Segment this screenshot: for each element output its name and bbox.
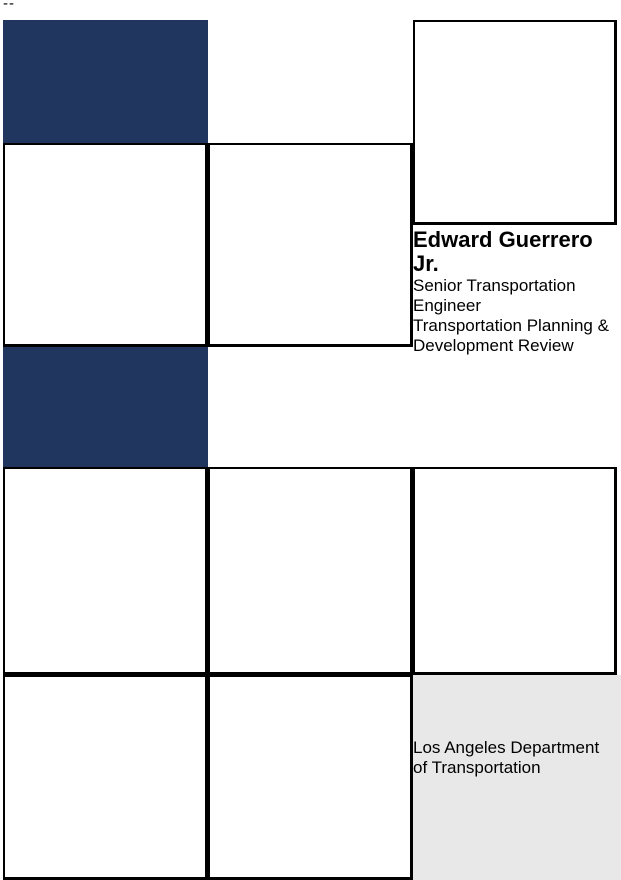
frame-row2-col2 <box>208 143 413 347</box>
divider-line <box>410 467 412 675</box>
navy-block-top <box>3 20 208 143</box>
organization-panel <box>413 675 621 880</box>
frame-row4-col3 <box>413 467 617 675</box>
contact-title: Senior Transportation Engineer <box>413 276 576 315</box>
frame-row5-col2 <box>208 675 413 880</box>
contact-block: Edward Guerrero Jr. Senior Transportatio… <box>413 228 613 356</box>
frame-row5-col1 <box>3 675 208 880</box>
frame-row4-col1 <box>3 467 208 675</box>
contact-unit: Transportation Planning & Development Re… <box>413 316 609 355</box>
organization-name: Los Angeles Department of Transportation <box>413 738 600 777</box>
top-dash-mark: -- <box>3 0 15 12</box>
contact-name: Edward Guerrero Jr. <box>413 227 593 276</box>
frame-row4-col2 <box>208 467 413 675</box>
frame-row2-col1 <box>3 143 208 347</box>
photo-frame <box>413 20 617 225</box>
navy-block-middle <box>3 347 208 467</box>
